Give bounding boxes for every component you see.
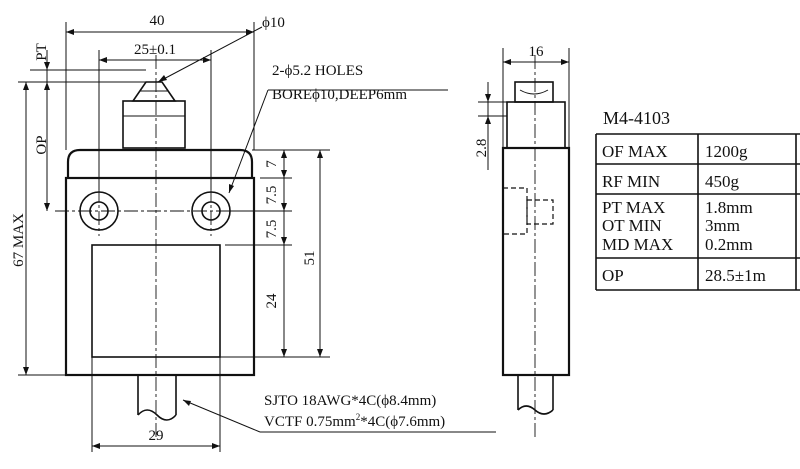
side-dim-height: 2.8	[474, 139, 490, 158]
dim-7-5-lower: 7.5	[264, 220, 280, 239]
spec-row-pt-value: 1.8mm	[705, 198, 753, 217]
dim-7: 7	[264, 160, 280, 168]
plunger-boss	[122, 100, 186, 149]
spec-row-md-label: MD MAX	[602, 235, 673, 254]
side-dim-width: 16	[529, 44, 545, 60]
spec-row-pt-label: PT MAX	[602, 198, 665, 217]
label-op: OP	[34, 135, 50, 154]
side-roller	[514, 81, 554, 103]
dim-width-40: 40	[150, 13, 165, 29]
dim-bottom-width: 29	[149, 428, 164, 444]
side-plunger	[506, 101, 566, 149]
dim-51: 51	[302, 251, 318, 266]
spec-row-of-label: OF MAX	[602, 142, 668, 161]
side-body	[501, 146, 571, 377]
switch-body	[64, 176, 256, 377]
spec-row-rf-value: 450g	[705, 172, 740, 191]
holes-note-line1: 2-ϕ5.2 HOLES	[272, 63, 363, 79]
cable-note-line1: SJTO 18AWG*4C(ϕ8.4mm)	[264, 393, 436, 409]
cable-note-line2: VCTF 0.75mm2*4C(ϕ7.6mm)	[264, 412, 445, 430]
front-view: 40 25±0.1 ϕ10 PT OP 67 MAX 2-ϕ	[11, 13, 496, 452]
dim-overall-height: 67 MAX	[11, 213, 27, 267]
cable	[137, 375, 177, 421]
holes-note-line2: BOREϕ10,DEEP6mm	[272, 87, 407, 103]
dim-roller-diameter: ϕ10	[262, 15, 285, 31]
spec-row-ot-value: 3mm	[705, 216, 740, 235]
dim-hole-spacing: 25±0.1	[134, 42, 176, 58]
spec-table: M4-4103 OF MAX 1200g RF MIN 450g PT MAX …	[595, 108, 800, 291]
dim-24: 24	[264, 293, 280, 309]
spec-model: M4-4103	[603, 108, 670, 128]
spec-row-ot-label: OT MIN	[602, 216, 662, 235]
spec-row-md-value: 0.2mm	[705, 235, 753, 254]
dim-7-5-upper: 7.5	[264, 186, 280, 205]
side-view: 16 2.8	[474, 44, 571, 440]
spec-row-rf-label: RF MIN	[602, 172, 660, 191]
spec-row-of-value: 1200g	[705, 142, 748, 161]
spec-row-op-label: OP	[602, 266, 624, 285]
spec-row-op-value: 28.5±1m	[705, 266, 766, 285]
label-pt: PT	[34, 43, 50, 61]
body-top	[66, 148, 254, 178]
